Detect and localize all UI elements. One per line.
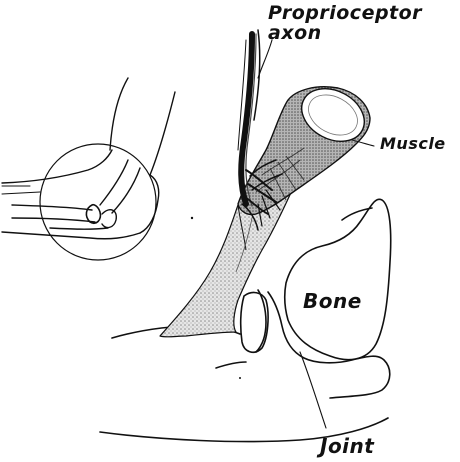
bone-label: Bone [303, 291, 362, 312]
muscle-label: Muscle [380, 136, 446, 153]
radius-line-1 [12, 205, 92, 210]
humerus-line-2 [112, 168, 140, 213]
arm-outline-back [150, 92, 175, 175]
axon-label-line-1: Proprioceptor [268, 4, 422, 24]
arm-outline-upper [110, 78, 128, 150]
joint-leader [300, 352, 326, 428]
elbow-inset [2, 78, 175, 260]
forearm-bottom [2, 232, 140, 239]
ulna-line [50, 228, 108, 229]
axon-label-line-2: axon [268, 24, 422, 44]
proprioceptor-axon-label: Proprioceptor axon [268, 4, 422, 44]
joint-label: Joint [320, 436, 374, 457]
magnifier-circle [40, 144, 156, 260]
radius-line-2 [12, 218, 95, 222]
forearm-top [2, 150, 112, 183]
muscle-cylinder [238, 78, 373, 214]
bone-outline [285, 199, 391, 359]
